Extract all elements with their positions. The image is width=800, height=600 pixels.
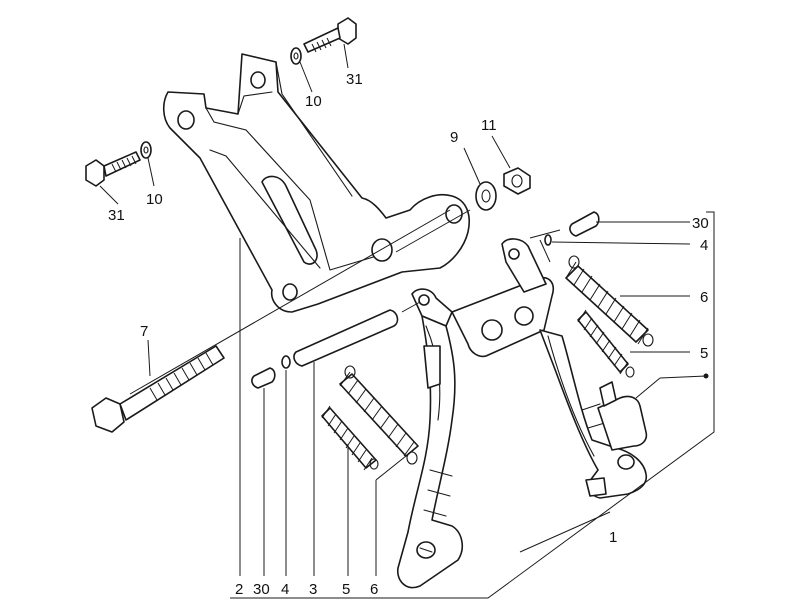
callout-30-bottom: 30 [253, 581, 270, 598]
callout-7: 7 [140, 323, 148, 340]
bolt-31-top [303, 17, 357, 53]
callout-10-left: 10 [146, 191, 163, 208]
o-ring-4-right [544, 234, 552, 246]
washer-10-left [140, 141, 152, 159]
callout-11: 11 [481, 117, 497, 134]
junction-dot [703, 373, 709, 379]
callout-4-right: 4 [700, 237, 708, 254]
callout-6-bottom: 6 [370, 581, 378, 598]
callout-9: 9 [450, 129, 458, 146]
callout-2-bottom: 2 [235, 581, 243, 598]
bolt-31-left [85, 151, 141, 187]
callout-6-right: 6 [700, 289, 708, 306]
spring-6-left [339, 365, 419, 465]
callout-31-left: 31 [108, 207, 125, 224]
o-ring-4-left [281, 355, 291, 369]
callout-3-bottom: 3 [309, 581, 317, 598]
pivot-bolt-7 [91, 345, 225, 433]
nut-11 [503, 167, 531, 195]
pin-30-left [251, 367, 276, 389]
callout-labels: 31 10 31 10 9 11 30 4 6 5 7 1 2 30 4 3 5… [108, 71, 709, 598]
washer-10-top [290, 47, 302, 65]
callout-4-bottom: 4 [281, 581, 289, 598]
washer-9 [475, 181, 497, 211]
leader-lines [99, 43, 715, 599]
pin-30-right [569, 211, 600, 237]
callout-10-top: 10 [305, 93, 322, 110]
callout-30-right: 30 [692, 215, 709, 232]
spacer-tube-3 [293, 309, 399, 367]
centre-stand-1 [396, 238, 648, 589]
spring-5-left [321, 405, 379, 471]
spring-6-right [565, 255, 654, 347]
callout-5-right: 5 [700, 345, 708, 362]
spring-5-right [577, 309, 635, 378]
stand-mounting-bracket [162, 53, 470, 313]
callout-1: 1 [609, 529, 617, 546]
callout-5-bottom: 5 [342, 581, 350, 598]
callout-31-top: 31 [346, 71, 363, 88]
